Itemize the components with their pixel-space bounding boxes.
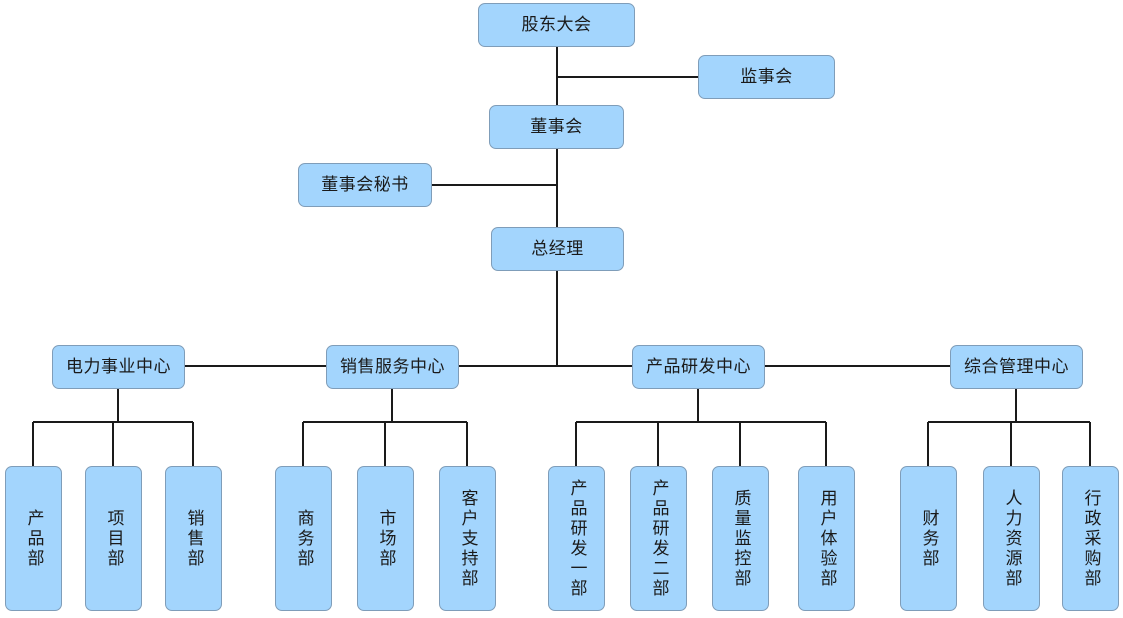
node-label: 产品研发一部: [566, 478, 587, 599]
node-label: 商务部: [293, 508, 314, 569]
node-label: 产品研发二部: [648, 478, 669, 599]
node-label: 产品部: [23, 508, 44, 569]
node-dept-project[interactable]: 项目部: [85, 466, 142, 611]
node-center-admin[interactable]: 综合管理中心: [950, 345, 1083, 389]
node-label: 财务部: [918, 508, 939, 569]
node-dept-product[interactable]: 产品部: [5, 466, 62, 611]
node-dept-procurement[interactable]: 行政采购部: [1062, 466, 1119, 611]
node-dept-rnd-one[interactable]: 产品研发一部: [548, 466, 605, 611]
node-dept-customer-support[interactable]: 客户支持部: [439, 466, 496, 611]
node-center-power[interactable]: 电力事业中心: [52, 345, 185, 389]
node-label: 销售部: [183, 508, 204, 569]
node-label: 人力资源部: [1001, 488, 1022, 589]
node-label: 销售服务中心: [340, 356, 445, 377]
node-label: 监事会: [740, 66, 793, 87]
node-shareholders-meeting[interactable]: 股东大会: [478, 3, 635, 47]
node-label: 产品研发中心: [646, 356, 751, 377]
node-dept-market[interactable]: 市场部: [357, 466, 414, 611]
node-label: 总经理: [531, 238, 584, 259]
node-label: 质量监控部: [730, 488, 751, 589]
node-label: 电力事业中心: [66, 356, 171, 377]
node-board-of-directors[interactable]: 董事会: [489, 105, 624, 149]
node-label: 客户支持部: [457, 488, 478, 589]
node-dept-hr[interactable]: 人力资源部: [983, 466, 1040, 611]
node-label: 用户体验部: [816, 488, 837, 589]
node-dept-rnd-two[interactable]: 产品研发二部: [630, 466, 687, 611]
node-supervisory-board[interactable]: 监事会: [698, 55, 835, 99]
node-center-rnd[interactable]: 产品研发中心: [632, 345, 765, 389]
node-label: 市场部: [375, 508, 396, 569]
node-label: 项目部: [103, 508, 124, 569]
node-label: 董事会秘书: [321, 174, 409, 195]
node-dept-user-experience[interactable]: 用户体验部: [798, 466, 855, 611]
node-dept-quality[interactable]: 质量监控部: [712, 466, 769, 611]
node-dept-finance[interactable]: 财务部: [900, 466, 957, 611]
node-label: 董事会: [530, 116, 583, 137]
node-center-sales[interactable]: 销售服务中心: [326, 345, 459, 389]
node-dept-sales[interactable]: 销售部: [165, 466, 222, 611]
node-general-manager[interactable]: 总经理: [491, 227, 624, 271]
node-label: 行政采购部: [1080, 488, 1101, 589]
node-board-secretary[interactable]: 董事会秘书: [298, 163, 432, 207]
node-label: 股东大会: [521, 14, 592, 35]
node-label: 综合管理中心: [964, 356, 1069, 377]
node-dept-business[interactable]: 商务部: [275, 466, 332, 611]
